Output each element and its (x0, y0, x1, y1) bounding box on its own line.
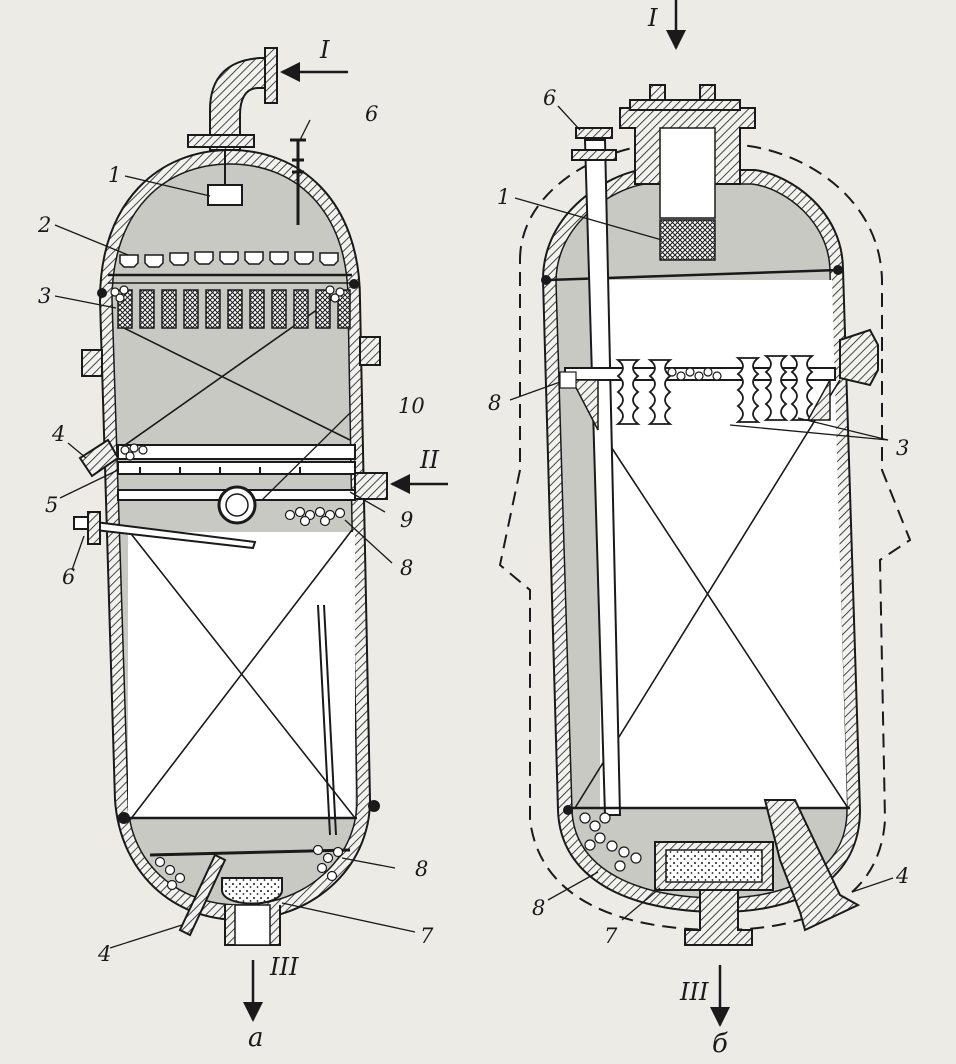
reactor-a-flow-outlet: III (269, 953, 299, 981)
reactor-a-manhole-4 (78, 438, 120, 478)
reactor-b-outlet-nozzle (684, 889, 753, 946)
reactor-b-top-bore (659, 127, 716, 219)
reactor-a-label-1: 1 (108, 163, 121, 187)
reactor-b-top-cap (629, 84, 741, 111)
reactor-b-label-7: 7 (604, 924, 618, 948)
reactor-b-basket-bracket (570, 379, 831, 431)
reactor-b-label-6: 6 (543, 86, 556, 110)
reactor-a-thermowell-side-flange (87, 511, 101, 545)
reactor-a-label-4-side: 4 (51, 422, 65, 446)
reactor-a-elbow-flange (264, 47, 278, 104)
reactor-a-lower-support (117, 444, 356, 460)
reactor-b-welds (541, 265, 843, 815)
reactor-a-outlet-bore (234, 904, 271, 946)
reactor-a-filter-7 (221, 877, 283, 905)
reactor-a-label-6-top: 6 (365, 102, 378, 126)
reactor-b-caption: б (712, 1029, 728, 1059)
reactor-b-label-1: 1 (497, 185, 510, 209)
reactor-a-top-flange (187, 134, 255, 148)
reactor-a-label-4-bottom: 4 (97, 942, 111, 966)
reactor-b-thermowell-flange-2 (571, 149, 617, 161)
reactor-b-label-8-bottom: 8 (532, 896, 545, 920)
reactor-b-filter-media (665, 849, 763, 883)
reactor-a-ball-packing (110, 285, 346, 891)
reactor-a-bottom-nozzle-4 (178, 853, 227, 937)
reactor-b: 6 1 8 3 8 7 4 I III б (488, 0, 912, 1059)
reactor-a-thermowell-side-cap (73, 516, 89, 530)
reactor-a-leaders (54, 119, 416, 949)
reactor-a-side-nozzle (354, 472, 388, 500)
reactor-a-label-6-side: 6 (62, 565, 75, 589)
reactor-a-label-8-bottom: 8 (415, 857, 428, 881)
reactor-a-right-nozzle (359, 336, 381, 366)
reactor-b-inclined-nozzle-4 (763, 799, 861, 932)
reactor-b-catalyst-tubes (615, 355, 815, 425)
reactor-a-label-9: 9 (400, 508, 413, 532)
reactor-b-insulation-outline (498, 144, 912, 932)
reactor-a-label-5: 5 (45, 493, 58, 517)
reactor-b-leaders (509, 105, 894, 921)
reactor-a-flow-side: II (419, 446, 439, 474)
reactor-a-inner-thermocouple (317, 604, 337, 836)
reactor-a-flow-inlet: I (319, 36, 330, 64)
reactor-b-thermowell (583, 139, 622, 816)
reactor-b-thermowell-flange (575, 127, 613, 139)
reactor-a-distributor-1 (207, 184, 243, 206)
reactor-a: 1 2 3 4 5 6 6 7 8 8 9 10 4 I II III а (37, 36, 448, 1053)
reactor-a-welds (97, 279, 380, 824)
reactor-a-label-3: 3 (38, 284, 51, 308)
reactor-a-label-8-mid: 8 (400, 556, 413, 580)
reactor-b-distributor-1 (659, 219, 716, 261)
reactor-a-left-nozzle (81, 349, 103, 377)
reactor-a-label-2: 2 (37, 213, 51, 237)
reactor-b-ball-packing (559, 367, 722, 872)
reactor-a-label-10: 10 (398, 394, 425, 418)
reactor-a-label-7: 7 (420, 924, 434, 948)
reactor-a-distributor-caps (119, 251, 339, 268)
reactor-b-side-nozzle (839, 328, 879, 387)
reactor-b-flow-inlet: I (647, 4, 658, 32)
reactor-b-label-4: 4 (895, 864, 909, 888)
reactor-b-label-3: 3 (896, 436, 909, 460)
reactor-b-flow-outlet: III (679, 978, 709, 1006)
reactor-b-label-8-left: 8 (488, 391, 501, 415)
reactor-a-catalyst-baskets (117, 289, 351, 329)
reactor-a-lower-bed-cross (127, 529, 356, 821)
reactor-a-thermowell-top (290, 138, 306, 225)
reactor-a-ring-pipe-inner (225, 493, 249, 517)
reactor-a-caption: а (248, 1023, 264, 1053)
